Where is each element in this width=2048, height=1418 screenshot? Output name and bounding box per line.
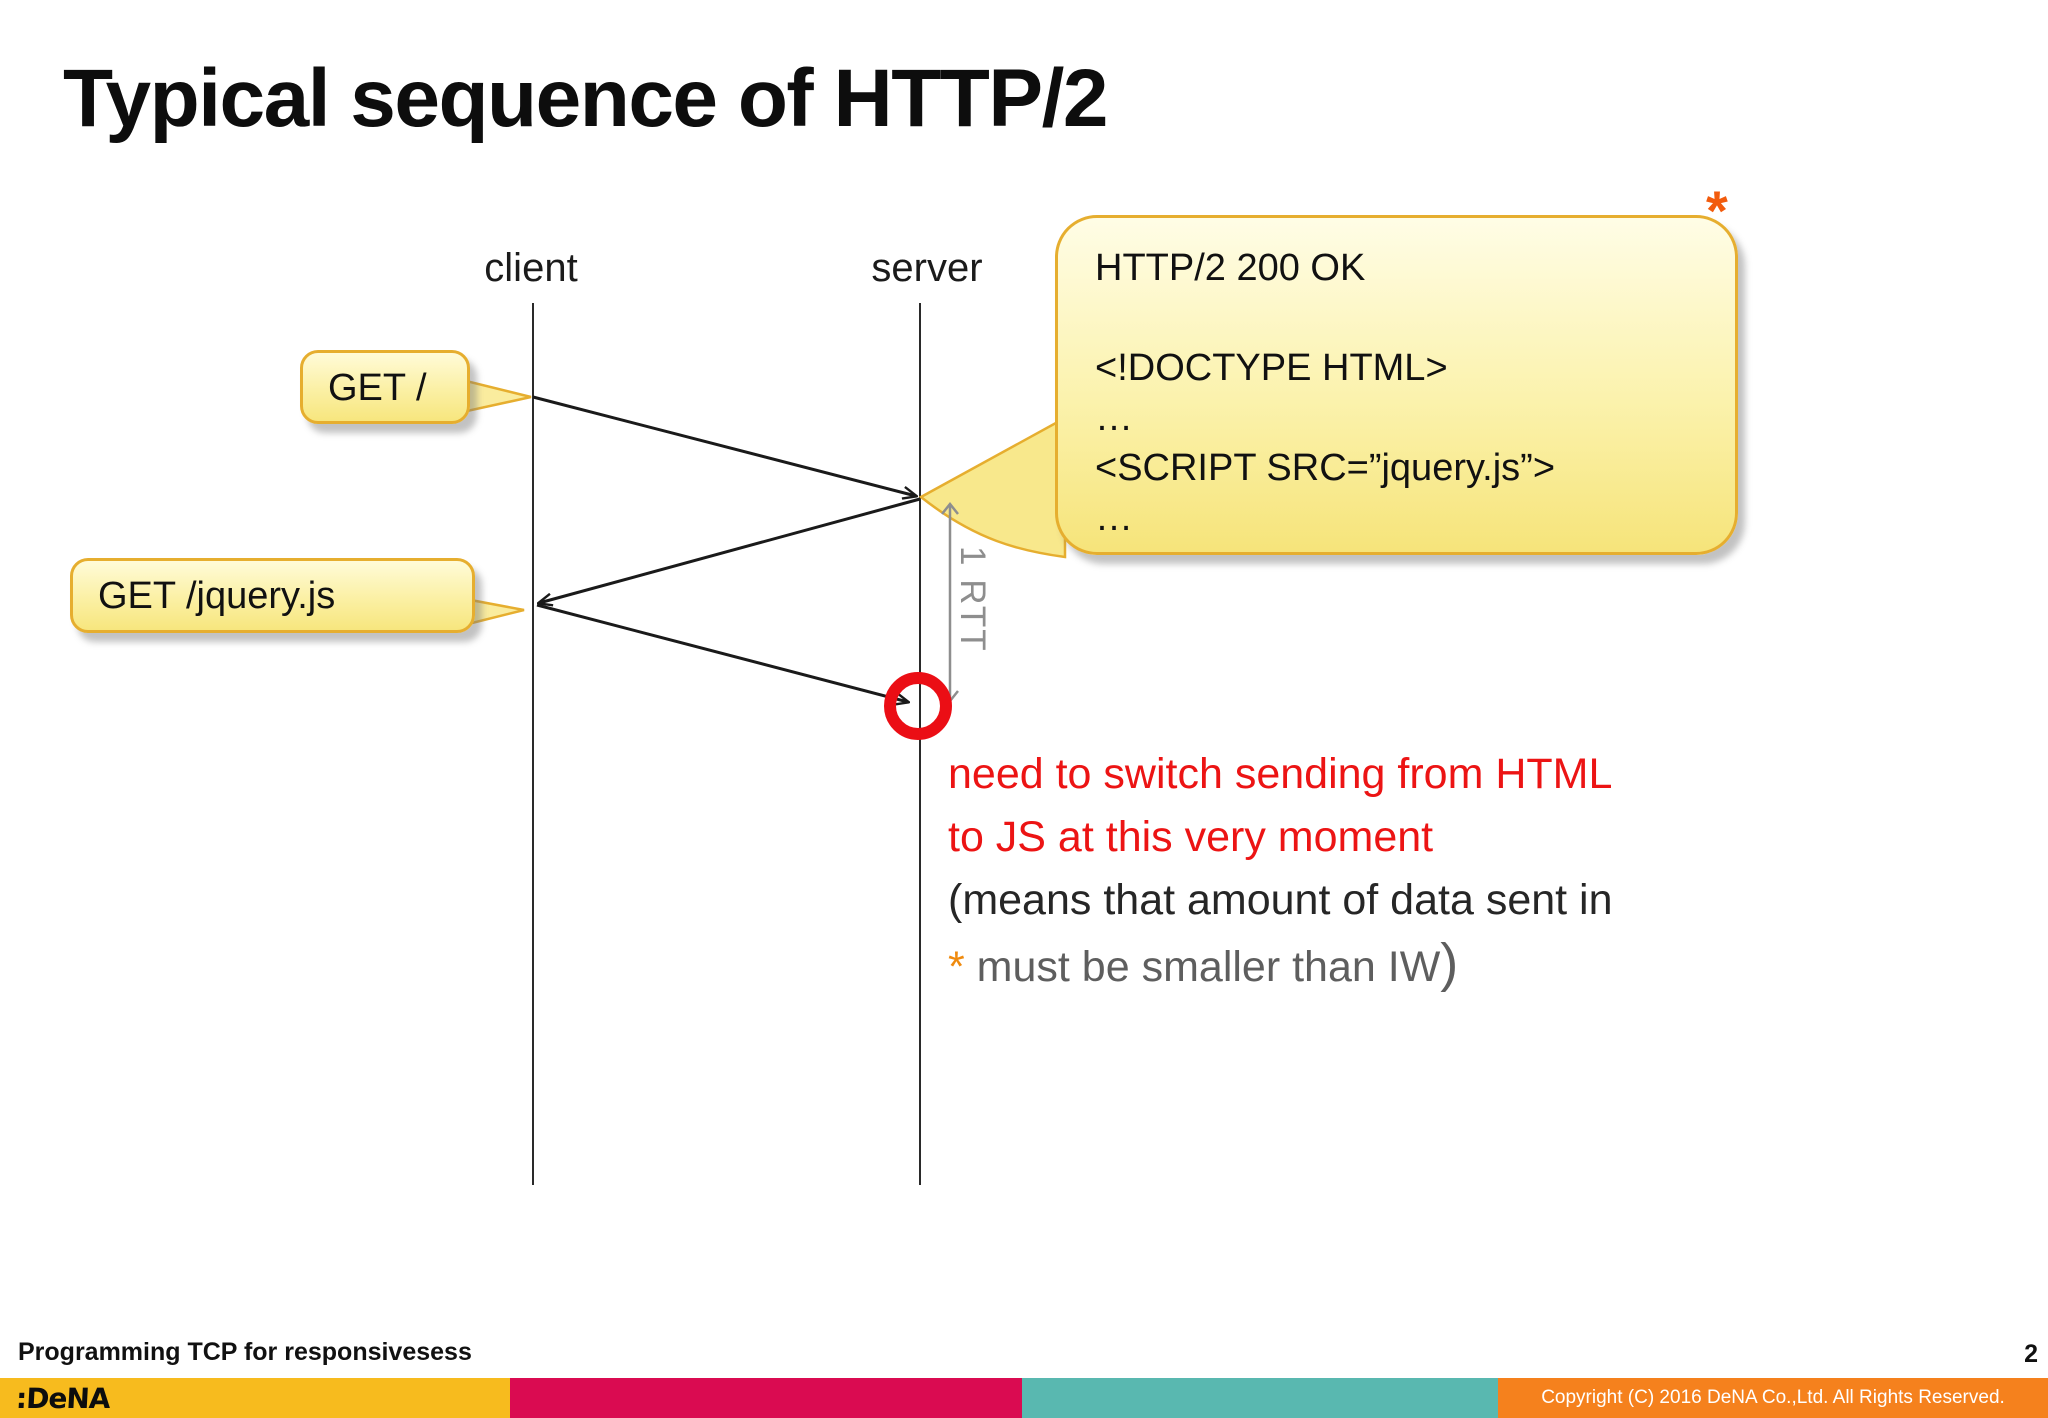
annotation-gray-text: must be smaller than IW (964, 943, 1441, 991)
annotation-block: need to switch sending from HTML to JS a… (948, 743, 1613, 999)
annotation-closing-paren: ) (1440, 933, 1459, 993)
page-number: 2 (2024, 1340, 2038, 1368)
get-jquery-bubble: GET /jquery.js (70, 558, 475, 633)
annotation-red-line-1: need to switch sending from HTML (948, 750, 1613, 798)
arrow-response-html (539, 497, 921, 603)
response-line-doctype: <!DOCTYPE HTML> (1095, 347, 1448, 389)
copyright-text: Copyright (C) 2016 DeNA Co.,Ltd. All Rig… (1541, 1387, 2005, 1408)
arrow-get-jquery (536, 603, 908, 702)
get-jquery-bubble-text: GET /jquery.js (98, 575, 336, 617)
dena-logo: :DeNA (15, 1382, 111, 1415)
page-title: Typical sequence of HTTP/2 (63, 53, 1108, 144)
footnote-asterisk: * (1706, 179, 1728, 242)
response-line-ellipsis-2: … (1095, 497, 1133, 539)
response-bubble-tail (918, 415, 1067, 559)
arrow-get-root (532, 395, 916, 496)
response-line-blank (1095, 293, 1735, 343)
annotation-gray-line: * must be smaller than IW) (948, 932, 1613, 999)
client-label: client (484, 246, 578, 290)
get-root-bubble: GET / (300, 350, 470, 424)
footer-bar-orange-segment: Copyright (C) 2016 DeNA Co.,Ltd. All Rig… (1498, 1378, 2048, 1418)
response-line-status: HTTP/2 200 OK (1095, 247, 1366, 289)
response-line-script: <SCRIPT SRC=”jquery.js”> (1095, 447, 1556, 489)
annotation-red-line-2: to JS at this very moment (948, 813, 1434, 861)
footer-bar-crimson-segment (510, 1378, 1022, 1418)
response-bubble: HTTP/2 200 OK <!DOCTYPE HTML> … <SCRIPT … (1055, 215, 1738, 555)
get-root-bubble-text: GET / (328, 367, 427, 409)
server-label: server (871, 246, 983, 290)
inline-asterisk: * (948, 943, 965, 991)
footer-note: Programming TCP for responsivesess (18, 1338, 472, 1366)
footer-bar-amber-segment: :DeNA (0, 1378, 510, 1418)
rtt-arrowhead-top (941, 501, 959, 515)
rtt-label: 1 RTT (953, 546, 992, 653)
switch-moment-circle (884, 672, 952, 740)
footer-bar-teal-segment (1022, 1378, 1498, 1418)
response-line-ellipsis-1: … (1095, 397, 1133, 439)
annotation-black-line: (means that amount of data sent in (948, 876, 1613, 924)
footer-bar: :DeNA Copyright (C) 2016 DeNA Co.,Ltd. A… (0, 1378, 2048, 1418)
